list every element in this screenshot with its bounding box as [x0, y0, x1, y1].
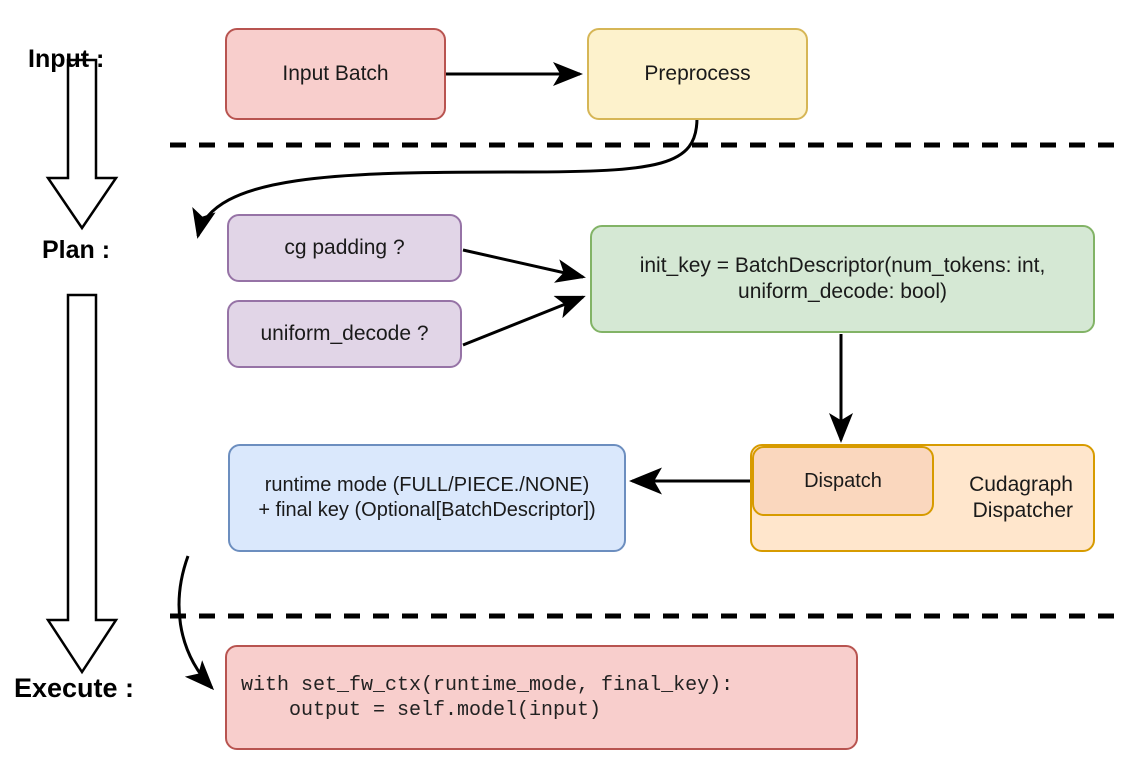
node-init-key-line2: uniform_decode: bool) — [738, 280, 947, 303]
node-execute-code-line2: output = self.model(input) — [241, 698, 602, 722]
input-to-plan-big-arrow — [45, 58, 119, 231]
stage-label-execute: Execute : — [14, 673, 135, 703]
stage-label-input: Input : — [28, 45, 105, 73]
node-execute-code-line1: with set_fw_ctx(runtime_mode, final_key)… — [241, 673, 734, 697]
node-cudagraph-dispatcher-line1: Cudagraph — [969, 472, 1073, 496]
node-cg-padding[interactable]: cg padding ? — [227, 214, 462, 282]
node-cg-padding-label: cg padding ? — [284, 235, 405, 259]
node-dispatch[interactable]: Dispatch — [752, 446, 934, 516]
node-uniform-decode-label: uniform_decode ? — [260, 321, 429, 345]
node-execute-code[interactable]: with set_fw_ctx(runtime_mode, final_key)… — [225, 645, 858, 750]
node-preprocess-label: Preprocess — [644, 61, 751, 85]
node-runtime-mode-line2: + final key (Optional[BatchDescriptor]) — [258, 499, 596, 521]
arrow-cg-padding-to-init-key — [462, 248, 586, 283]
node-preprocess[interactable]: Preprocess — [587, 28, 808, 120]
node-uniform-decode[interactable]: uniform_decode ? — [227, 300, 462, 368]
arrow-runtime-mode-to-execute-code — [177, 555, 215, 691]
node-init-key[interactable]: init_key = BatchDescriptor(num_tokens: i… — [590, 225, 1095, 333]
node-init-key-line1: init_key = BatchDescriptor(num_tokens: i… — [639, 253, 1046, 277]
stage-label-plan: Plan : — [42, 236, 111, 264]
node-runtime-mode-line1: runtime mode (FULL/PIECE./NONE) — [264, 474, 590, 496]
node-dispatch-label: Dispatch — [804, 469, 882, 492]
arrow-uniform-decode-to-init-key — [462, 295, 586, 347]
node-cudagraph-dispatcher-line2: Dispatcher — [972, 499, 1073, 522]
node-input-batch-label: Input Batch — [282, 61, 389, 85]
node-input-batch[interactable]: Input Batch — [225, 28, 446, 120]
node-runtime-mode[interactable]: runtime mode (FULL/PIECE./NONE) + final … — [228, 444, 626, 552]
plan-to-execute-big-arrow — [45, 293, 119, 675]
